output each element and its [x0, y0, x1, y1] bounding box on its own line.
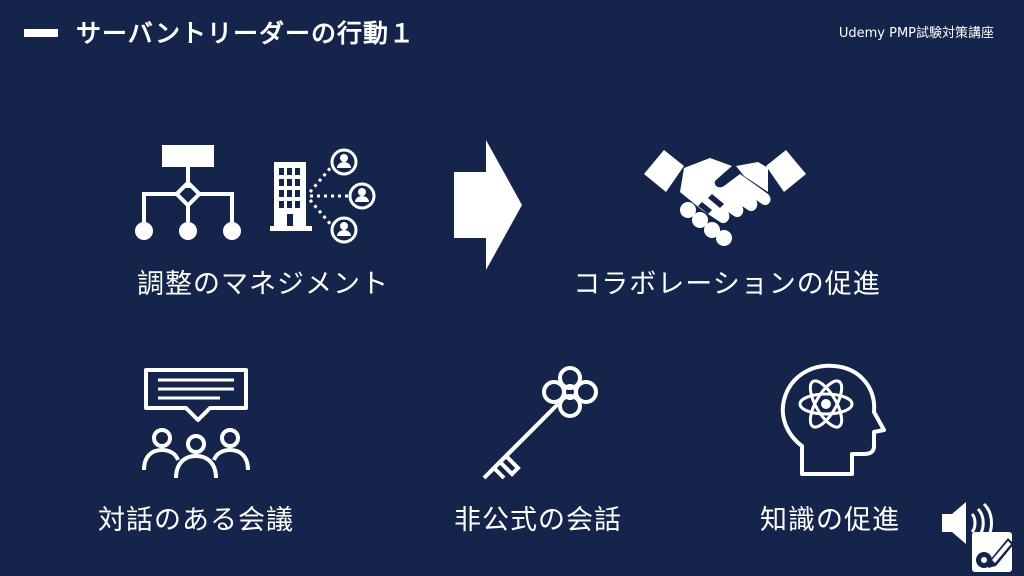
head-atom-icon	[780, 363, 886, 476]
key-icon	[482, 366, 598, 480]
knowledge-label: 知識の促進	[760, 505, 900, 536]
coordination-label: 調整のマネジメント	[137, 269, 389, 300]
handshake-icon	[644, 150, 806, 246]
meeting-speech-icon	[142, 368, 250, 479]
org-chart-icon	[135, 145, 241, 240]
informal-conversation-label: 非公式の会話	[454, 505, 622, 536]
course-name: Udemy PMP試験対策講座	[838, 26, 994, 41]
right-arrow-icon	[454, 140, 522, 270]
dialogue-meetings-label: 対話のある会議	[98, 505, 294, 536]
title-accent-bar	[24, 29, 58, 37]
collaboration-label: コラボレーションの促進	[573, 269, 881, 300]
page-title: サーバントリーダーの行動１	[76, 19, 416, 48]
edit-settings-icon[interactable]	[968, 526, 1020, 574]
building-network-icon	[270, 148, 376, 244]
